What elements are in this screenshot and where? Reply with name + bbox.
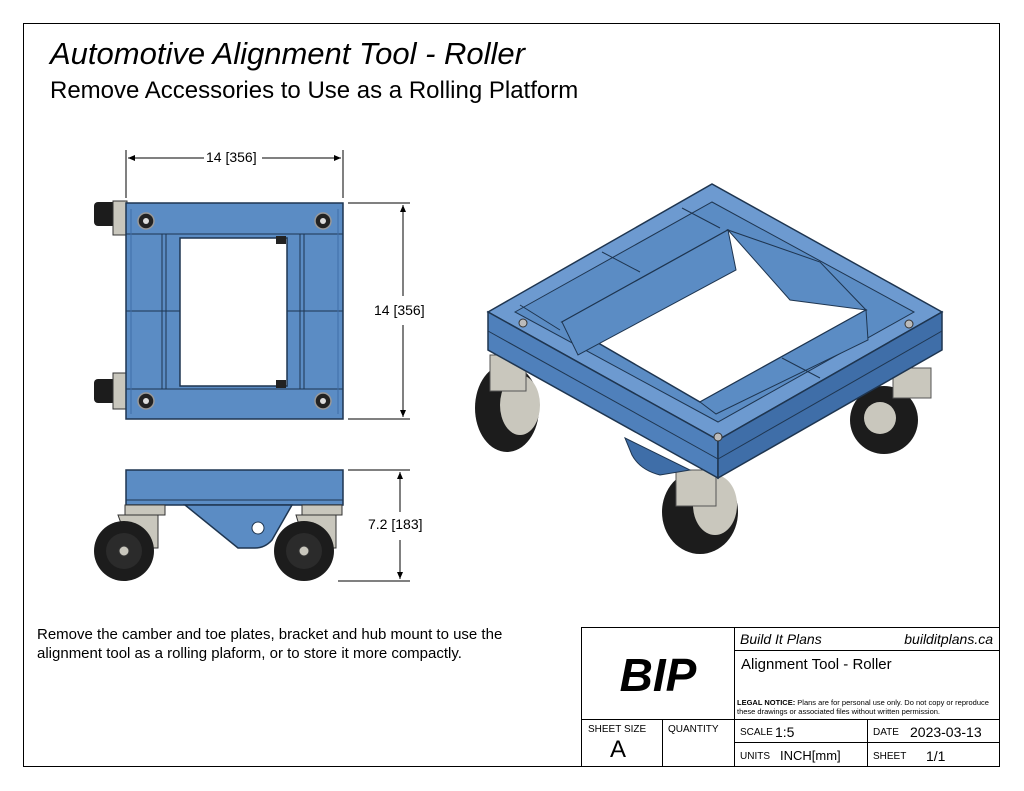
legal-notice: LEGAL NOTICE: Plans are for personal use… xyxy=(737,698,995,716)
usage-note: Remove the camber and toe plates, bracke… xyxy=(37,626,503,662)
company-name: Build It Plans xyxy=(740,631,822,647)
top-caster-lower xyxy=(94,372,128,410)
drawing-name: Alignment Tool - Roller xyxy=(741,656,892,673)
drawing-name-cell: Alignment Tool - Roller LEGAL NOTICE: Pl… xyxy=(734,650,999,719)
date-label: DATE xyxy=(873,727,899,738)
scale-cell: SCALE 1:5 xyxy=(734,719,867,742)
units-label: UNITS xyxy=(740,751,770,762)
date-value: 2023-03-13 xyxy=(910,724,982,740)
side-view xyxy=(94,469,344,581)
sheet-subtitle: Remove Accessories to Use as a Rolling P… xyxy=(50,77,579,104)
isometric-view xyxy=(475,183,944,554)
top-view xyxy=(94,200,344,420)
title-block: BIP Build It Plans builditplans.ca Align… xyxy=(581,627,1000,767)
company-row: Build It Plans builditplans.ca xyxy=(734,628,999,650)
sheet-size-label: SHEET SIZE xyxy=(588,724,647,735)
top-caster-upper xyxy=(94,200,128,236)
sheet-size-value: A xyxy=(610,736,627,763)
sheet-number-label: SHEET xyxy=(873,751,907,762)
depth-dimension xyxy=(348,202,410,420)
logo-cell: BIP xyxy=(582,628,734,719)
sheet-number-value: 1/1 xyxy=(926,748,946,764)
scale-label: SCALE xyxy=(740,727,773,738)
sheet-size-cell: SHEET SIZE A xyxy=(582,719,662,766)
height-dimension-label: 7.2 [183] xyxy=(366,516,425,532)
sheet-title: Automotive Alignment Tool - Roller xyxy=(50,36,525,71)
company-logo: BIP xyxy=(619,649,697,701)
legal-notice-text: Plans are for personal use only. Do not … xyxy=(737,698,989,716)
scale-value: 1:5 xyxy=(775,724,795,740)
date-cell: DATE 2023-03-13 xyxy=(867,719,999,742)
company-website: builditplans.ca xyxy=(904,631,993,647)
width-dimension-label: 14 [356] xyxy=(204,149,259,165)
units-cell: UNITS INCH[mm] xyxy=(734,742,867,766)
units-value: INCH[mm] xyxy=(780,748,841,763)
sheet-number-cell: SHEET 1/1 xyxy=(867,742,999,766)
quantity-cell: QUANTITY xyxy=(662,719,734,766)
drawing-border xyxy=(23,23,1000,767)
depth-dimension-label: 14 [356] xyxy=(372,302,427,318)
quantity-label: QUANTITY xyxy=(668,724,719,735)
height-dimension xyxy=(338,469,410,582)
width-dimension xyxy=(125,150,344,198)
legal-notice-label: LEGAL NOTICE: xyxy=(737,698,796,707)
